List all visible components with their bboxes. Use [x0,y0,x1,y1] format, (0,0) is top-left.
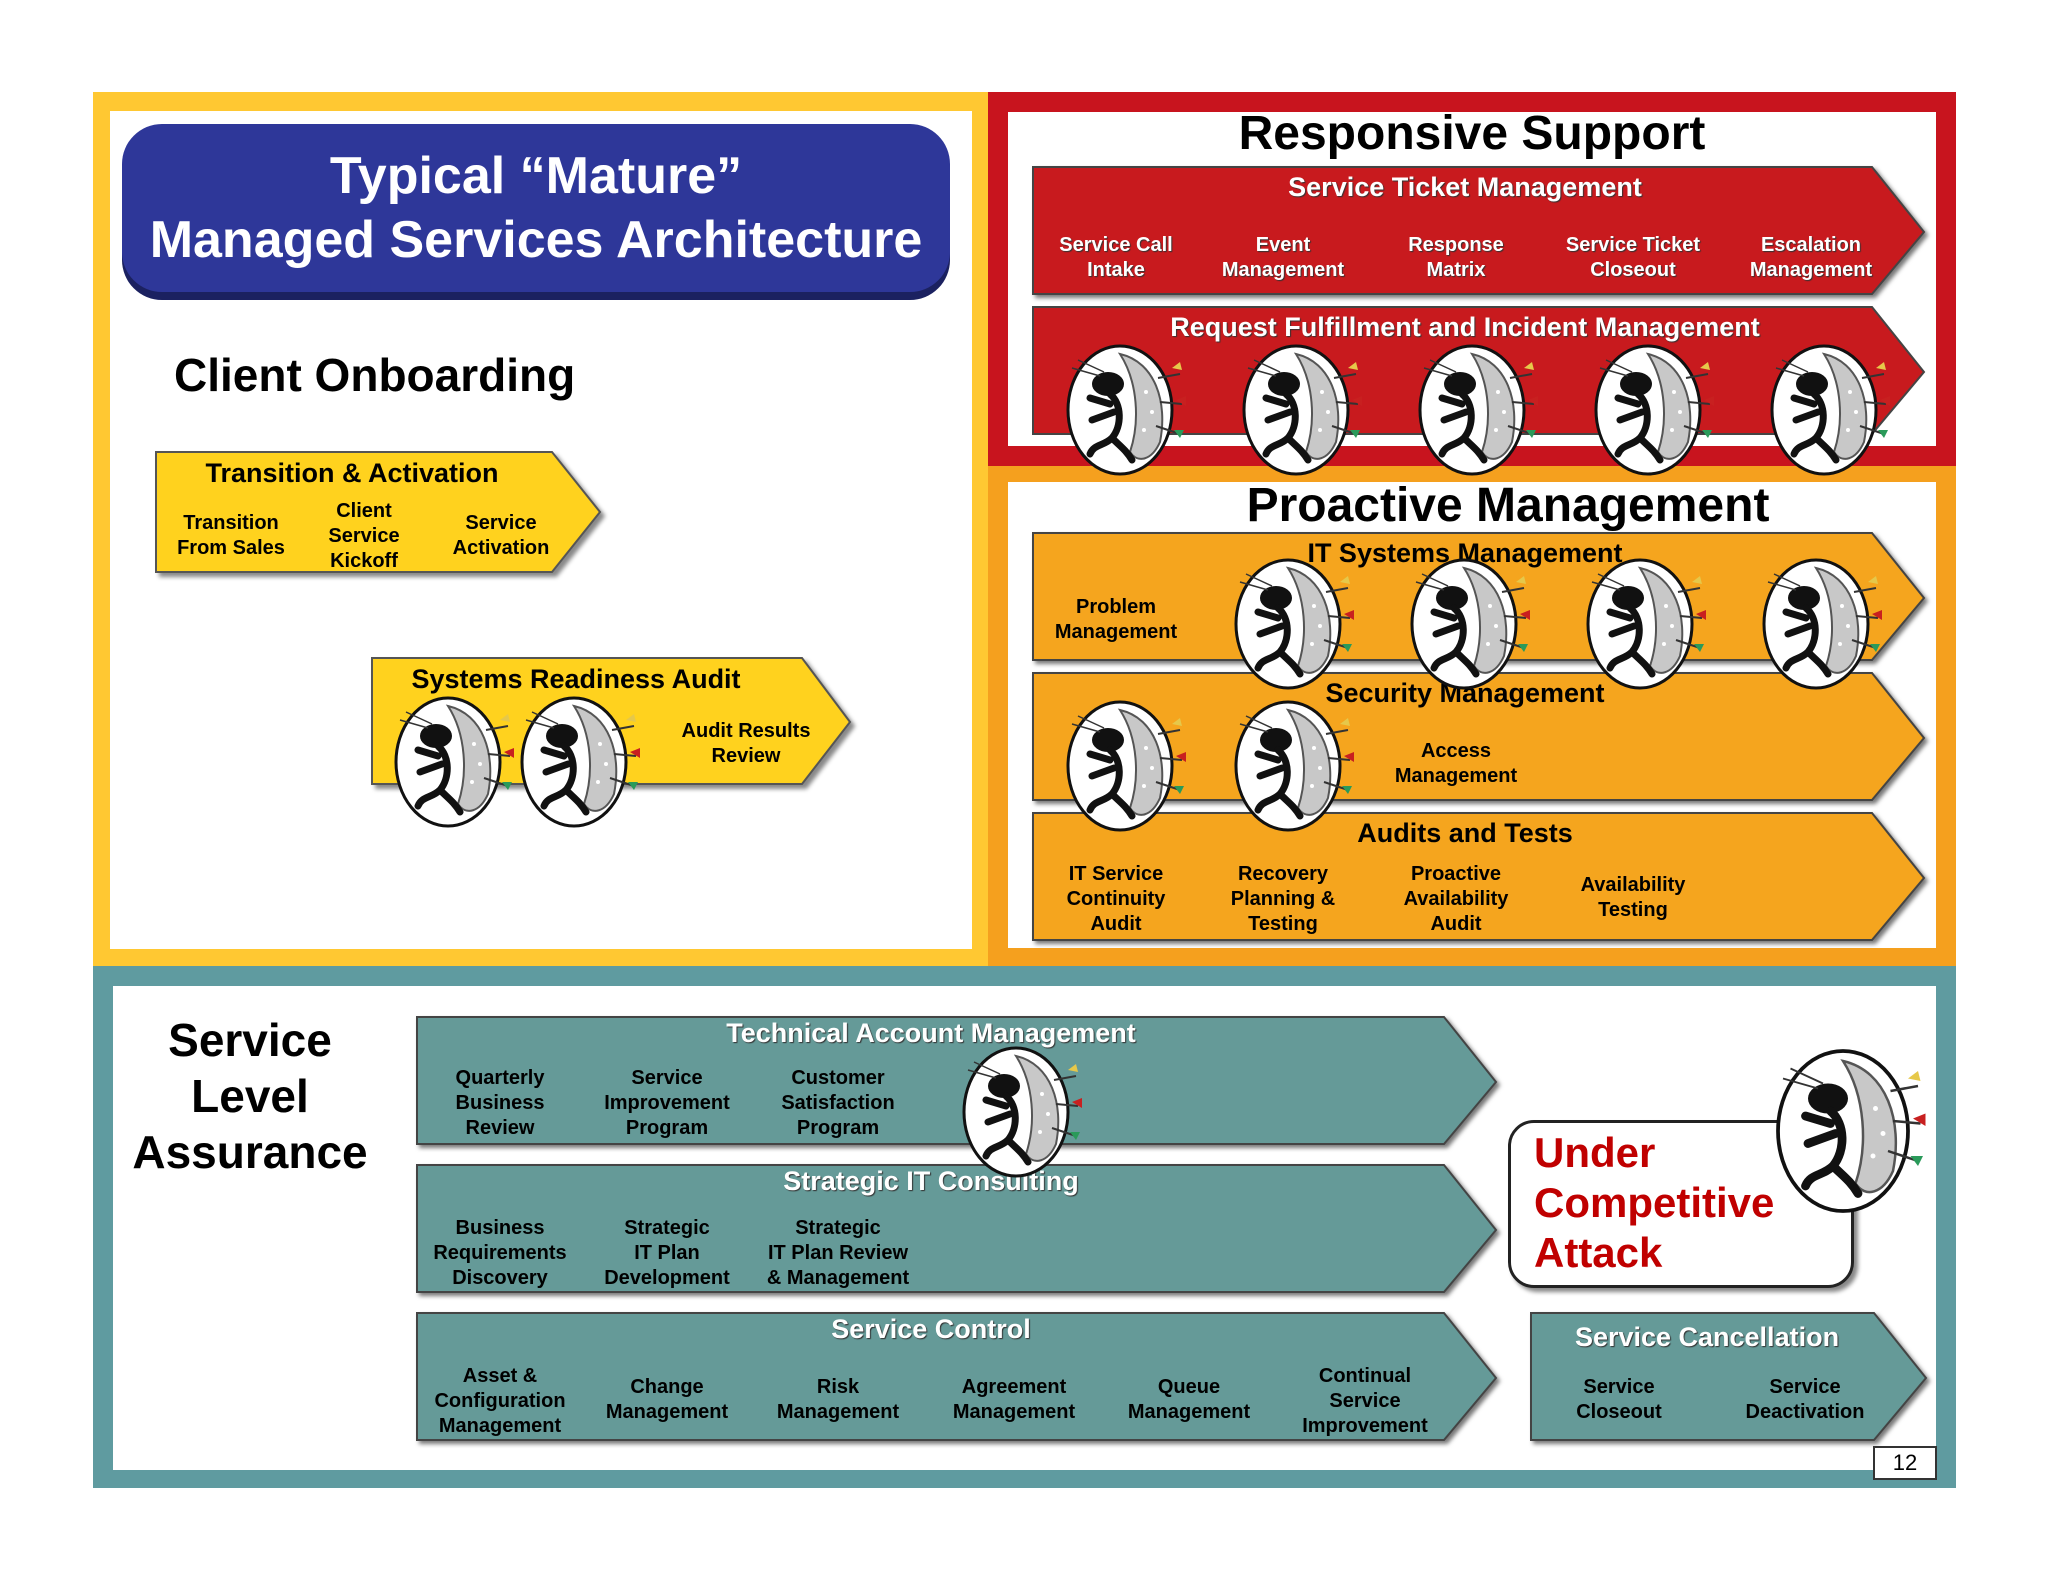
systems-readiness-audit-title: Systems Readiness Audit [411,664,741,694]
ticket-item: Service Call Intake [1059,234,1173,281]
transition-activation-arrow: Transition & Activation [152,446,604,576]
ticket-item: Service Ticket Closeout [1565,234,1701,281]
service-ticket-management-arrow: Service Ticket Management [1030,164,1928,298]
attacking-bug-icon [1580,556,1706,697]
attacking-bug-icon [1236,342,1362,483]
client-onboarding-heading: Client Onboarding [174,349,576,401]
attacking-bug-icon [388,694,514,835]
under-attack-text: Under Competitive Attack [1534,1129,1775,1276]
service-cancellation-arrow: Service Cancellation [1528,1310,1930,1444]
ticket-item: Event Management [1221,234,1345,281]
audit-item: Availability Testing [1580,874,1686,921]
attacking-bug-icon [1756,556,1882,697]
page-number: 12 [1873,1446,1937,1480]
audit-item: IT Service Continuity Audit [1066,862,1166,935]
request-fulfillment-title: Request Fulfillment and Incident Managem… [1170,312,1760,342]
attacking-bug-icon [1764,342,1890,483]
systems-item: Problem Management [1054,596,1178,643]
strategic-it-consulting-title: Strategic IT Consulting [783,1166,1079,1196]
tam-item: Service Improvement Program [604,1066,730,1139]
transition-activation-title: Transition & Activation [205,458,499,488]
technical-account-management-arrow: Technical Account Management [414,1014,1500,1148]
attacking-bug-icon [1228,556,1354,697]
transition-item: Client Service Kickoff [328,499,400,572]
consulting-item: Strategic IT Plan Review & Management [766,1216,910,1289]
control-item: Change Management [605,1376,729,1423]
page-title-line-2: Managed Services Architecture [149,211,923,269]
security-item: Access Management [1394,740,1518,787]
tam-item: Quarterly Business Review [455,1066,545,1139]
control-item: Agreement Management [952,1376,1076,1423]
attacking-bug-icon [1228,698,1354,839]
transition-item: Transition From Sales [177,512,285,559]
responsive-support-heading: Responsive Support [1238,107,1706,160]
proactive-management-heading: Proactive Management [1246,479,1770,532]
service-ticket-management-title: Service Ticket Management [1288,172,1642,202]
control-item: Queue Management [1127,1376,1251,1423]
audits-tests-title: Audits and Tests [1357,818,1573,848]
page-title: Typical “Mature” Managed Services Archit… [122,124,950,292]
attacking-bug-icon [956,1044,1082,1185]
service-control-title: Service Control [831,1314,1031,1344]
audit-item: Proactive Availability Audit [1403,862,1509,935]
page-title-line-1: Typical “Mature” [329,147,743,205]
audit-item: Recovery Planning & Testing [1230,862,1336,935]
attacking-bug-icon [1060,698,1186,839]
strategic-it-consulting-arrow: Strategic IT Consulting [414,1162,1500,1296]
attacking-bug-icon [514,694,640,835]
tam-item: Customer Satisfaction Program [781,1066,895,1139]
ticket-item: Response Matrix [1408,234,1504,281]
audits-tests-arrow: Audits and Tests [1030,810,1928,944]
ticket-item: Escalation Management [1749,234,1873,281]
transition-item: Service Activation [452,512,550,559]
attacking-bug-icon [1588,342,1714,483]
control-item: Asset & Configuration Management [434,1364,566,1437]
control-item: Continual Service Improvement [1302,1364,1428,1437]
cancellation-item: Service Closeout [1576,1376,1662,1423]
attacking-bug-icon [1412,342,1538,483]
consulting-item: Business Requirements Discovery [433,1216,567,1289]
service-level-assurance-heading: Service Level Assurance [132,1014,368,1178]
consulting-item: Strategic IT Plan Development [604,1216,730,1289]
readiness-item: Audit Results Review [681,720,811,767]
cancellation-item: Service Deactivation [1745,1376,1865,1423]
service-control-arrow: Service Control [414,1310,1500,1444]
attacking-bug-icon [1060,342,1186,483]
control-item: Risk Management [776,1376,900,1423]
technical-account-management-title: Technical Account Management [726,1018,1136,1048]
attacking-bug-icon [1404,556,1530,697]
attacking-bug-icon [1768,1046,1926,1221]
service-cancellation-title: Service Cancellation [1574,1322,1840,1352]
